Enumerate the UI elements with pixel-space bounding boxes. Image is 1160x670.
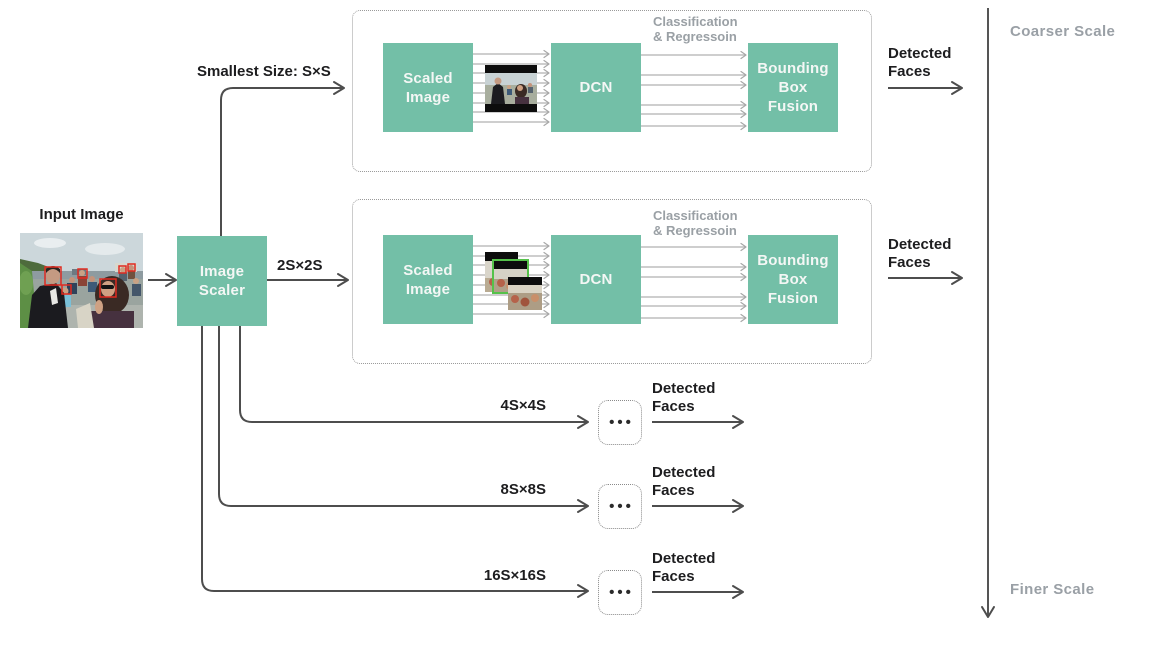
scaled-image-box-s: Scaled Image (383, 43, 473, 132)
face-bounding-boxes (44, 263, 136, 298)
bbf-label-line2: Box (778, 271, 808, 288)
bounding-box-fusion-box-s: Bounding Box Fusion (748, 43, 838, 132)
bbf-label-line3: Fusion (767, 290, 819, 307)
detected-faces-label-4s: Detected Faces (652, 380, 716, 415)
bbf-label-line1: Bounding (757, 252, 829, 269)
arrow-scaler-to-branch-8s (218, 326, 589, 513)
label-smallest-size: Smallest Size: S×S (197, 63, 331, 80)
image-scaler-label-line1: Image (199, 263, 245, 280)
arrow-scaler-to-branch-s (220, 81, 345, 236)
collapsed-pipeline-4s: ••• (598, 400, 642, 445)
classification-label-2s: Classification & Regressoin (653, 208, 738, 238)
scaled-image-thumbnail-s (485, 65, 537, 112)
bbf-label-line1: Bounding (757, 60, 829, 77)
classification-label-s: Classification & Regressoin (653, 14, 738, 44)
dcn-box-s: DCN (551, 43, 641, 132)
input-photo (19, 233, 143, 328)
ellipsis-icon: ••• (609, 498, 634, 515)
label-16s: 16S×16S (483, 567, 546, 584)
bounding-box-fusion-box-2s: Bounding Box Fusion (748, 235, 838, 324)
collapsed-pipeline-8s: ••• (598, 484, 642, 529)
arrow-scaler-to-branch-4s (239, 326, 589, 429)
finer-scale-label: Finer Scale (1010, 581, 1095, 598)
scaled-image-box-2s: Scaled Image (383, 235, 473, 324)
arrow-scaler-to-branch-16s (201, 326, 589, 598)
ellipsis-icon: ••• (609, 414, 634, 431)
detected-faces-label-8s: Detected Faces (652, 464, 716, 499)
main-arrows (148, 8, 995, 618)
ellipsis-icon: ••• (609, 584, 634, 601)
bbf-label-line3: Fusion (767, 98, 819, 115)
coarser-scale-label: Coarser Scale (1010, 23, 1116, 40)
detected-faces-label-16s: Detected Faces (652, 550, 716, 585)
image-scaler-label-line2: Scaler (198, 282, 246, 299)
pipeline-box-scale-s (352, 10, 872, 172)
input-image-title: Input Image (39, 206, 124, 223)
collapsed-pipeline-16s: ••• (598, 570, 642, 615)
label-4s: 4S×4S (500, 397, 546, 414)
detected-faces-label-s: Detected Faces (888, 45, 952, 80)
dcn-box-2s: DCN (551, 235, 641, 324)
label-2s: 2S×2S (277, 257, 323, 274)
scaled-image-label-line1: Scaled (403, 69, 453, 87)
detected-faces-label-2s: Detected Faces (888, 236, 952, 271)
image-patch-3 (508, 277, 542, 310)
pipeline-box-scale-2s (352, 199, 872, 364)
scaled-image-label-line2: Image (405, 88, 451, 106)
scaled-image-label-line2: Image (405, 280, 451, 298)
bbf-label-line2: Box (778, 79, 808, 96)
dcn-label: DCN (579, 79, 613, 96)
scaled-image-label-line1: Scaled (403, 261, 453, 279)
image-scaler-box: Image Scaler (177, 236, 267, 326)
dcn-label: DCN (579, 271, 613, 288)
crowd-photo-illustration (19, 233, 143, 328)
label-8s: 8S×8S (500, 481, 546, 498)
